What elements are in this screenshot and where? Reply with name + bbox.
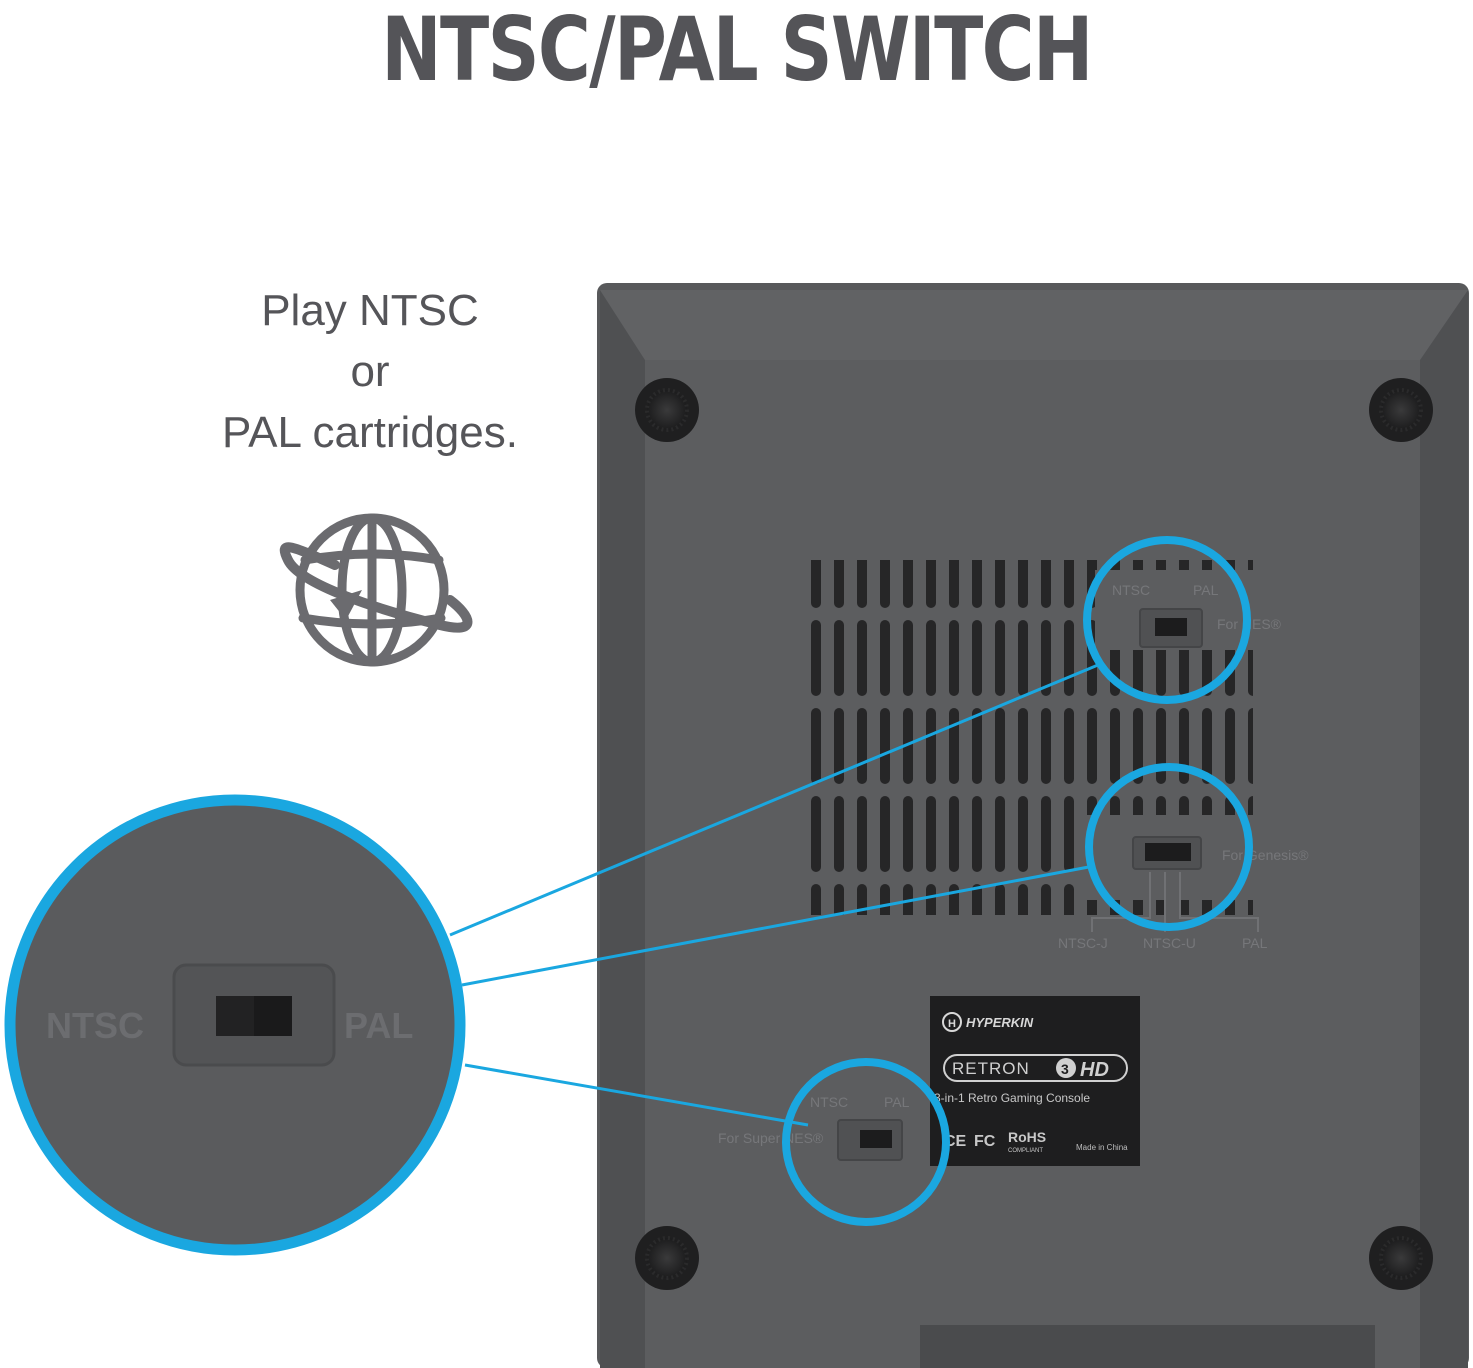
brand-name: HYPERKIN (966, 1015, 1034, 1030)
globe-arrow-icon (279, 513, 473, 667)
cert-rohs-sub: COMPLIANT (1008, 1148, 1043, 1154)
zoom-ntsc-label: NTSC (46, 1005, 144, 1046)
callout-lines (449, 663, 1099, 1127)
product-label: H HYPERKIN RETRON 3 HD 3-in-1 Retro Gami… (930, 996, 1140, 1166)
snes-highlight-circle (782, 1058, 950, 1226)
snes-ntsc-label: NTSC (810, 1094, 848, 1110)
cert-fc: FC (974, 1133, 996, 1150)
zoom-pal-label: PAL (344, 1005, 413, 1046)
nes-pal-label: PAL (1193, 582, 1219, 598)
nes-highlight-circle (1083, 536, 1251, 704)
genesis-ntsc-j: NTSC-J (1058, 935, 1108, 951)
model-suffix: HD (1080, 1059, 1109, 1081)
svg-text:H: H (948, 1018, 956, 1030)
snes-pal-label: PAL (884, 1094, 910, 1110)
nes-switch: NTSC PAL For NES® (1112, 582, 1282, 648)
rubber-feet (635, 378, 1433, 1290)
genesis-ntsc-u: NTSC-U (1143, 935, 1196, 951)
snes-for-label: For Super NES® (718, 1130, 824, 1146)
tagline-line-2: or (350, 347, 390, 396)
made-in-label: Made in China (1076, 1143, 1128, 1152)
model-word: RETRON (952, 1059, 1030, 1078)
model-number: 3 (1061, 1061, 1069, 1077)
page-title: NTSC/PAL SWITCH (381, 0, 1093, 101)
nes-ntsc-label: NTSC (1112, 582, 1150, 598)
tagline: Play NTSC or PAL cartridges. (120, 280, 620, 463)
tagline-line-3: PAL cartridges. (222, 408, 518, 457)
genesis-highlight-circle (1085, 763, 1253, 931)
highlight-circles (782, 536, 1253, 1226)
zoom-magnifier: NTSC PAL (4, 794, 466, 1256)
genesis-pal: PAL (1242, 935, 1268, 951)
genesis-for-label: For Genesis® (1222, 847, 1309, 863)
product-subtitle: 3-in-1 Retro Gaming Console (934, 1091, 1090, 1105)
tagline-line-1: Play NTSC (261, 286, 479, 335)
snes-switch: NTSC PAL For Super NES® (718, 1094, 910, 1161)
cert-rohs: RoHS (1008, 1129, 1046, 1145)
genesis-switch: For Genesis® NTSC-J NTSC-U PAL (1058, 836, 1309, 951)
